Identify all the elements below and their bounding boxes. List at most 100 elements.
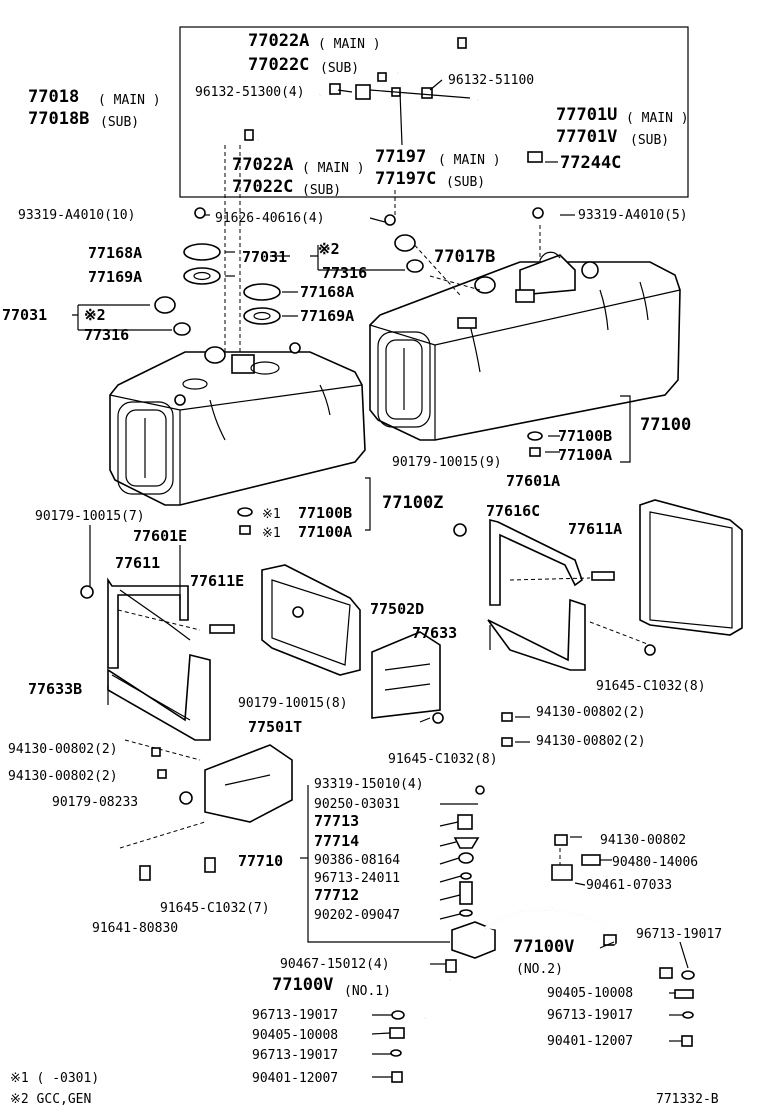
label-90202-09047: 90202-09047	[314, 908, 400, 923]
label-77713: 77713	[314, 812, 359, 830]
label-77031-2: 77031	[2, 306, 47, 324]
label-94130-00802: 94130-00802	[600, 833, 686, 848]
diagram-id: 771332-B	[656, 1092, 719, 1107]
label-96132-51100: 96132-51100	[448, 73, 534, 88]
label-sub-2: (SUB)	[100, 115, 139, 130]
label-77714: 77714	[314, 832, 359, 850]
label-91645-C1032-7: 91645-C1032(7)	[160, 901, 270, 916]
tank-straps-and-brackets	[80, 499, 743, 881]
label-96713-19017-r: 96713-19017	[636, 927, 722, 942]
label-90179-10015-7: 90179-10015(7)	[35, 509, 145, 524]
gaskets-and-grommets	[72, 207, 544, 336]
label-77168A-2: 77168A	[300, 283, 354, 301]
label-77197C: 77197C	[375, 169, 436, 189]
label-91645-C1032-8b: 91645-C1032(8)	[388, 752, 498, 767]
label-77100B-1: 77100B	[558, 427, 612, 445]
label-94130-00802-2b: 94130-00802(2)	[8, 742, 118, 757]
label-90179-10015-9: 90179-10015(9)	[392, 455, 502, 470]
label-77316-1: 77316	[322, 264, 367, 282]
label-77017B: 77017B	[434, 247, 495, 267]
label-main-3: ( MAIN )	[626, 111, 689, 126]
label-96713-19017-l2: 96713-19017	[252, 1048, 338, 1063]
part-labels: 77022A ( MAIN ) 77022C (SUB) 77018 ( MAI…	[2, 31, 722, 1107]
label-77169A-2: 77169A	[300, 307, 354, 325]
label-94130-00802-2a: 94130-00802(2)	[536, 705, 646, 720]
label-77611A: 77611A	[568, 520, 622, 538]
label-77197: 77197	[375, 147, 426, 167]
label-77710: 77710	[238, 852, 283, 870]
label-77169A-1: 77169A	[88, 268, 142, 286]
label-90401-12007-l: 90401-12007	[252, 1071, 338, 1086]
leader-lines-lower	[371, 821, 689, 1078]
label-main-2: ( MAIN )	[98, 93, 161, 108]
label-77316-2: 77316	[84, 326, 129, 344]
label-77022A-main: 77022A	[248, 31, 309, 51]
label-77633B: 77633B	[28, 680, 82, 698]
label-sub-1: (SUB)	[320, 61, 359, 76]
label-77100B-2: 77100B	[298, 504, 352, 522]
label-77100-1: 77100	[640, 415, 691, 435]
label-90467-15012: 90467-15012(4)	[280, 957, 390, 972]
label-77018: 77018	[28, 87, 79, 107]
label-77501T: 77501T	[248, 718, 302, 736]
label-mark1-1: ※1	[262, 507, 281, 522]
label-90401-12007-r: 90401-12007	[547, 1034, 633, 1049]
label-main-4: ( MAIN )	[302, 161, 365, 176]
drain-plug-left	[237, 477, 371, 535]
label-90405-10008-l: 90405-10008	[252, 1028, 338, 1043]
label-77633: 77633	[412, 624, 457, 642]
label-77502D: 77502D	[370, 600, 424, 618]
label-77611E: 77611E	[190, 572, 244, 590]
label-96713-19017-r2: 96713-19017	[547, 1008, 633, 1023]
left-fuel-tank	[109, 342, 366, 506]
label-77100A-1: 77100A	[558, 446, 612, 464]
label-77018B: 77018B	[28, 109, 89, 129]
label-77022C-2: 77022C	[232, 177, 293, 197]
label-93319-A4010-5: 93319-A4010(5)	[578, 208, 688, 223]
footnote-1: ※1 ( -0301)	[10, 1071, 99, 1086]
label-90461-07033: 90461-07033	[586, 878, 672, 893]
label-77616C: 77616C	[486, 502, 540, 520]
label-94130-00802-2c: 94130-00802(2)	[536, 734, 646, 749]
label-91626-40616: 91626-40616(4)	[215, 211, 325, 226]
fuel-lines-assembly	[300, 785, 695, 1083]
label-sub-5: (SUB)	[446, 175, 485, 190]
label-90179-08233: 90179-08233	[52, 795, 138, 810]
label-mark1-2: ※1	[262, 526, 281, 541]
drain-plug-right	[527, 395, 631, 463]
label-main-5: ( MAIN )	[438, 153, 501, 168]
label-90386-08164: 90386-08164	[314, 853, 400, 868]
footnote-2: ※2 GCC,GEN	[10, 1092, 91, 1107]
label-77611: 77611	[115, 554, 160, 572]
label-77100V-1: 77100V	[272, 975, 333, 995]
label-mark2-2: ※2	[84, 306, 106, 324]
label-sub-3: (SUB)	[630, 133, 669, 148]
label-sub-4: (SUB)	[302, 183, 341, 198]
label-90405-10008-r: 90405-10008	[547, 986, 633, 1001]
label-77168A-1: 77168A	[88, 244, 142, 262]
label-no2: (NO.2)	[516, 962, 563, 977]
label-no1: (NO.1)	[344, 984, 391, 999]
label-90480-14006: 90480-14006	[612, 855, 698, 870]
label-77601E: 77601E	[133, 527, 187, 545]
label-77601A: 77601A	[506, 472, 560, 490]
label-77022A-2: 77022A	[232, 155, 293, 175]
label-77100V-2: 77100V	[513, 937, 574, 957]
label-mark2-1: ※2	[318, 240, 340, 258]
label-77244C: 77244C	[560, 153, 621, 173]
label-77712: 77712	[314, 886, 359, 904]
label-90179-10015-8: 90179-10015(8)	[238, 696, 348, 711]
label-96713-19017-l1: 96713-19017	[252, 1008, 338, 1023]
label-77022C-sub: 77022C	[248, 55, 309, 75]
label-77100Z: 77100Z	[382, 493, 443, 513]
filler-hose-box	[179, 26, 689, 198]
label-93319-A4010-10: 93319-A4010(10)	[18, 208, 135, 223]
label-77701U: 77701U	[556, 105, 617, 125]
right-fuel-tank	[369, 225, 681, 441]
label-96132-51300: 96132-51300(4)	[195, 85, 305, 100]
label-91641-80830: 91641-80830	[92, 921, 178, 936]
label-94130-00802-2d: 94130-00802(2)	[8, 769, 118, 784]
label-77100A-2: 77100A	[298, 523, 352, 541]
label-main-1: ( MAIN )	[318, 37, 381, 52]
